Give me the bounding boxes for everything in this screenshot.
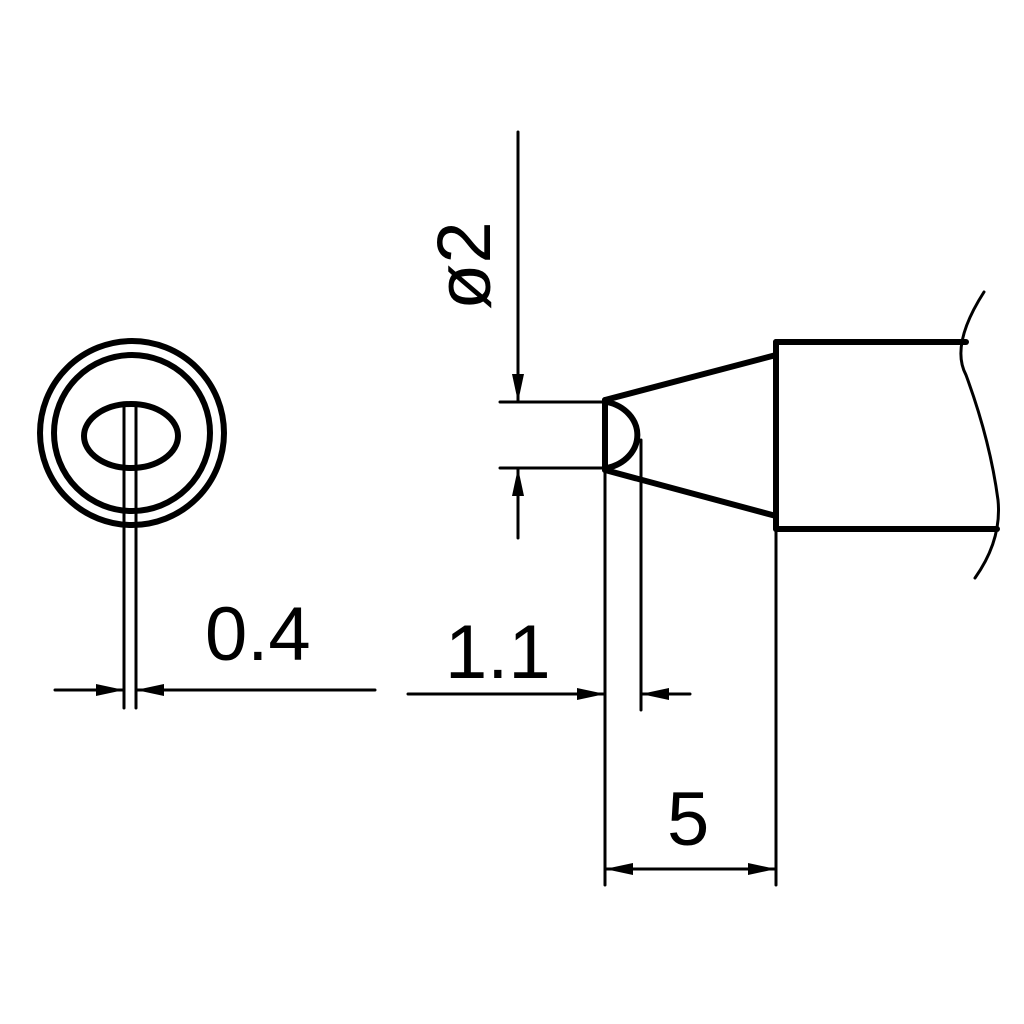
tip-round-end: [604, 399, 641, 471]
inner-circle: [51, 352, 213, 514]
break-line: [959, 290, 1000, 580]
arrow-down-icon: [512, 374, 524, 402]
dim-label-0-4: 0.4: [205, 592, 311, 677]
arrow-right-icon: [96, 684, 124, 696]
tip-oval: [81, 401, 181, 471]
dim-label-1-1: 1.1: [445, 610, 551, 695]
arrow-left-icon: [605, 863, 633, 875]
arrow-left-icon: [136, 684, 164, 696]
dim-label-5: 5: [667, 777, 709, 862]
cone-bottom-edge: [602, 467, 779, 519]
arrow-right-icon: [748, 863, 776, 875]
arrow-right-icon: [577, 688, 605, 700]
arrow-up-icon: [512, 468, 524, 496]
outer-circle: [37, 338, 227, 528]
end-view: 0.4: [37, 338, 377, 710]
side-view: ø2 1.1 5: [406, 130, 1000, 887]
cone-top-edge: [602, 352, 779, 403]
arrow-left-icon: [641, 688, 669, 700]
dim-label-diameter: ø2: [422, 221, 507, 310]
